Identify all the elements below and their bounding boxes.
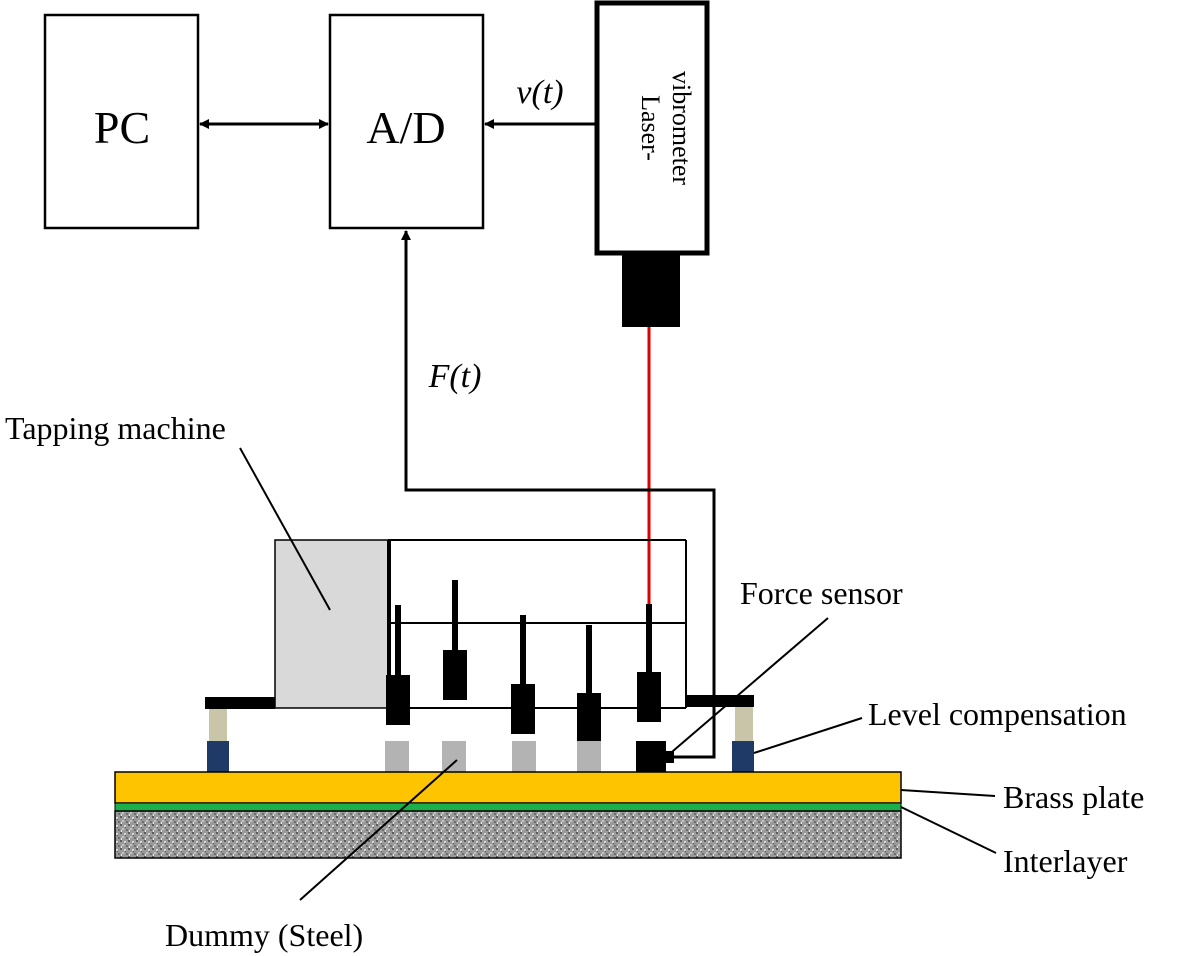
force-signal-wire xyxy=(404,232,716,759)
interlayer-label: Interlayer xyxy=(1003,843,1128,879)
dummy-block xyxy=(512,741,536,772)
dummy-block xyxy=(385,741,409,772)
pc-label: PC xyxy=(94,102,150,153)
pc-block: PC xyxy=(43,13,200,230)
force-sensor xyxy=(636,741,674,773)
laser-label-line1: Laser- xyxy=(636,95,665,161)
laser-lens xyxy=(622,255,680,327)
hammer-5 xyxy=(637,604,661,722)
dummies xyxy=(385,741,601,772)
tapping-machine xyxy=(205,539,754,709)
tapping-machine-leader xyxy=(239,447,331,611)
hammer-2 xyxy=(443,580,467,700)
laser-vibrometer: Laser- vibrometer xyxy=(594,0,710,327)
left-level-foot xyxy=(207,709,229,772)
force-signal-label: F(t) xyxy=(428,358,482,395)
hammers xyxy=(386,580,661,743)
interlayer-leader xyxy=(900,806,997,854)
laser-label-line2: vibrometer xyxy=(667,71,696,185)
dummy-block xyxy=(577,741,601,772)
hammer-3 xyxy=(511,615,535,734)
dummy-label: Dummy (Steel) xyxy=(165,917,363,953)
force-sensor-label: Force sensor xyxy=(740,575,903,611)
force-sensor-leader xyxy=(665,617,829,758)
brass-plate xyxy=(114,771,902,804)
ad-converter-block: A/D xyxy=(328,13,485,230)
right-base-bar xyxy=(686,695,754,707)
tapping-machine-body xyxy=(274,539,389,709)
hammer-4 xyxy=(577,625,601,743)
concrete-slab xyxy=(114,810,902,859)
right-level-foot xyxy=(732,707,754,772)
level-compensation-label: Level compensation xyxy=(868,696,1127,732)
left-base-bar xyxy=(205,697,275,709)
brass-plate-leader xyxy=(900,789,996,797)
interlayer xyxy=(114,802,902,812)
level-compensation-leader xyxy=(753,717,863,754)
tapping-machine-label: Tapping machine xyxy=(5,410,226,446)
ad-label: A/D xyxy=(366,102,445,153)
brass-plate-label: Brass plate xyxy=(1003,779,1144,815)
velocity-signal-label: v(t) xyxy=(516,74,563,111)
dummy-block xyxy=(442,741,466,772)
dummy-leader xyxy=(299,759,458,901)
hammer-1 xyxy=(386,605,410,725)
